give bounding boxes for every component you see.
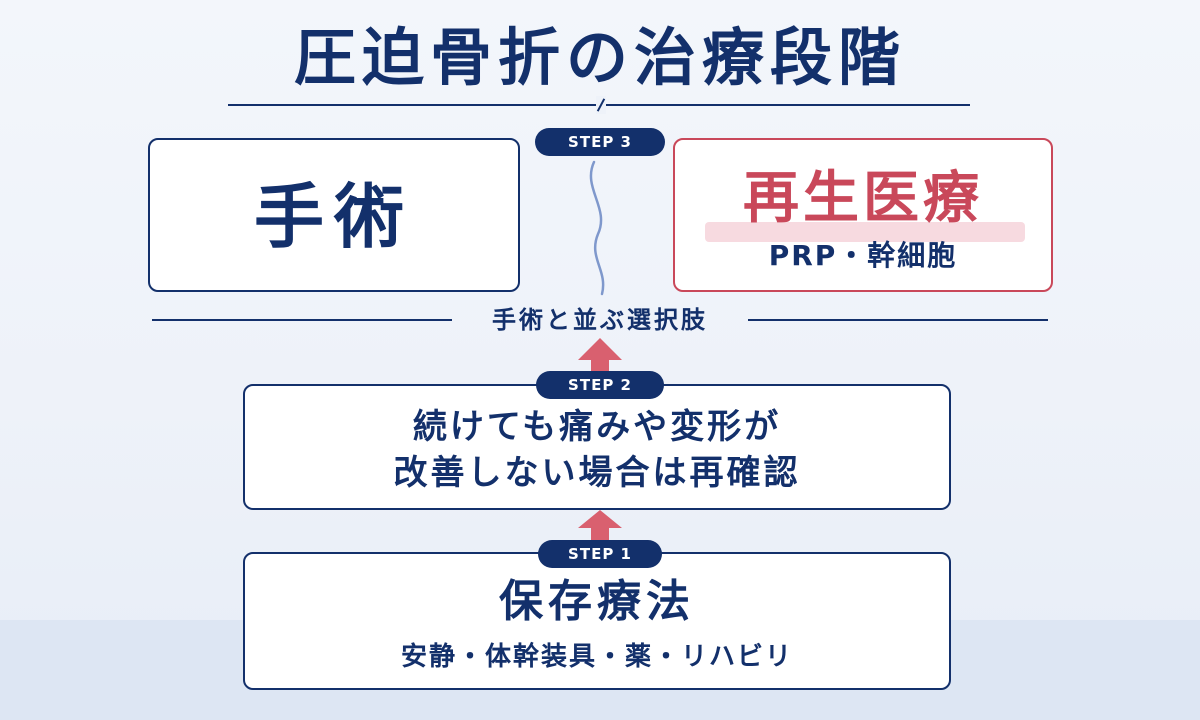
separator-line-right [748,319,1048,321]
step2-line2: 改善しない場合は再確認 [393,453,801,493]
arrow-up-icon [578,510,622,548]
separator-label: 手術と並ぶ選択肢 [492,306,708,334]
separator-line-left [152,319,452,321]
regen-subtitle: PRP・幹細胞 [768,239,958,272]
step2-box: 続けても痛みや変形が 改善しない場合は再確認 [243,384,951,510]
page-title: 圧迫骨折の治療段階 [293,21,906,94]
step1-box: 保存療法 安静・体幹装具・薬・リハビリ [243,552,951,690]
wave-divider [589,160,605,296]
regen-title: 再生医療 [743,166,983,231]
regen-title-highlight [705,222,1025,242]
step1-title: 保存療法 [499,576,695,627]
regen-box: 再生医療 PRP・幹細胞 [673,138,1053,292]
surgery-box: 手術 [148,138,520,292]
step1-subtitle: 安静・体幹装具・薬・リハビリ [400,642,793,672]
step1-badge: STEP 1 [538,540,662,568]
surgery-label: 手術 [254,176,414,258]
arrow-up-icon [578,338,622,386]
step3-badge: STEP 3 [535,128,665,156]
step2-line1: 続けても痛みや変形が [412,407,782,447]
step2-badge: STEP 2 [536,371,664,399]
